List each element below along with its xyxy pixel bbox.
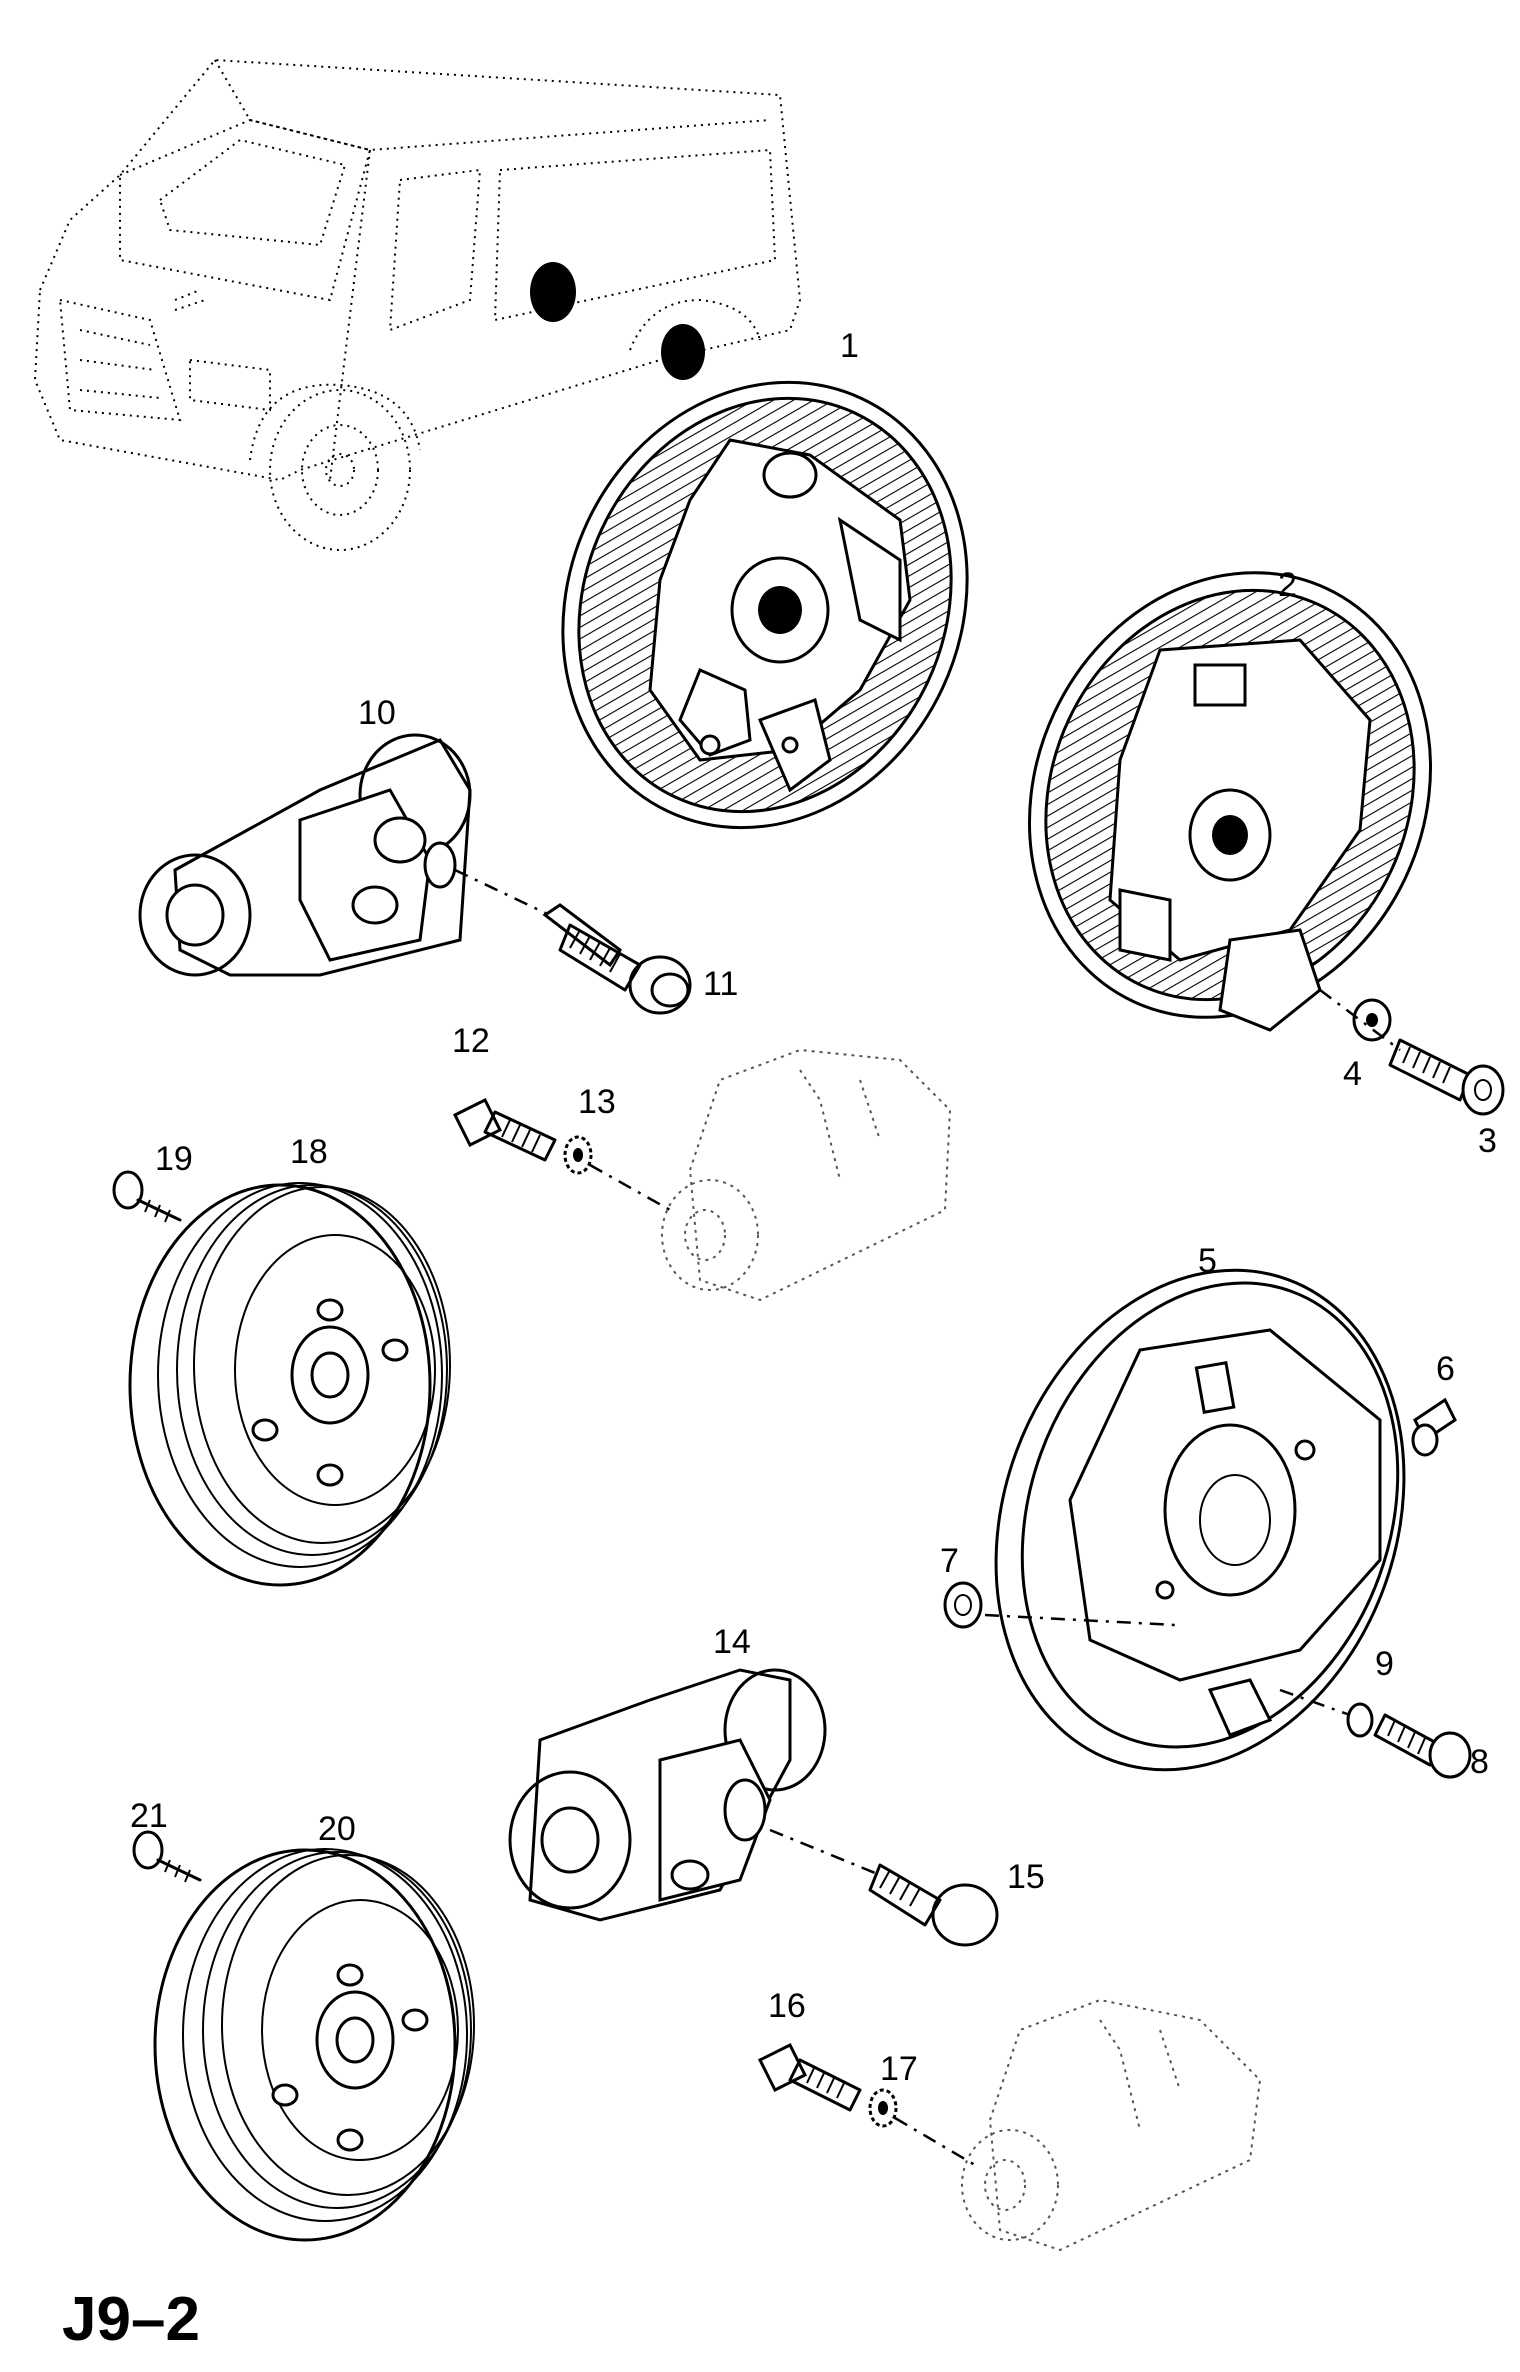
- van-illustration: [33, 58, 802, 551]
- lock-washer-13: [563, 1135, 593, 1175]
- wheel-cylinder-faint-upper: [661, 1048, 952, 1302]
- screw-19: [112, 1170, 182, 1223]
- screw-21: [132, 1830, 202, 1883]
- callout-12: 12: [452, 1022, 490, 1060]
- callout-17: 17: [880, 2050, 918, 2088]
- brake-backing-plate-5: [994, 1268, 1406, 1772]
- callout-14: 14: [713, 1623, 751, 1661]
- callout-20: 20: [318, 1810, 356, 1848]
- callout-11: 11: [703, 965, 738, 1003]
- callout-10: 10: [358, 694, 396, 732]
- callout-8: 8: [1470, 1743, 1489, 1781]
- bolt-3: [1388, 1038, 1505, 1116]
- nut-7: [943, 1581, 983, 1629]
- washer-9: [1346, 1702, 1374, 1738]
- callout-18: 18: [290, 1133, 328, 1171]
- bleeder-screw-11: [542, 903, 692, 1015]
- brake-backing-plate-1: [561, 380, 969, 830]
- wheel-cylinder-14: [508, 1668, 827, 1922]
- callout-4: 4: [1343, 1055, 1362, 1093]
- bolt-16: [757, 2042, 862, 2112]
- bolt-8: [1373, 1713, 1472, 1779]
- callout-21: 21: [130, 1797, 168, 1835]
- callout-5: 5: [1198, 1242, 1217, 1280]
- callout-16: 16: [768, 1987, 806, 2025]
- callout-1: 1: [840, 327, 859, 365]
- brake-backing-plate-2: [1028, 571, 1432, 1032]
- bleeder-6: [1411, 1397, 1457, 1457]
- callout-15: 15: [1007, 1858, 1045, 1896]
- wheel-cylinder-faint-lower: [961, 1998, 1262, 2252]
- bleeder-screw-15: [868, 1863, 999, 1947]
- lock-washer-17: [868, 2088, 898, 2128]
- diagram-code: J9–2: [62, 2285, 200, 2354]
- brake-drum-18: [128, 1182, 451, 1587]
- callout-3: 3: [1478, 1122, 1497, 1160]
- callout-2: 2: [1278, 566, 1297, 604]
- callout-13: 13: [578, 1083, 616, 1121]
- callout-6: 6: [1436, 1350, 1455, 1388]
- callout-7: 7: [940, 1542, 959, 1580]
- washer-4: [1352, 998, 1392, 1042]
- bolt-12: [452, 1097, 557, 1162]
- callout-19: 19: [155, 1140, 193, 1178]
- wheel-cylinder-10: [138, 733, 472, 977]
- brake-drum-20: [153, 1848, 475, 2242]
- callout-9: 9: [1375, 1645, 1394, 1683]
